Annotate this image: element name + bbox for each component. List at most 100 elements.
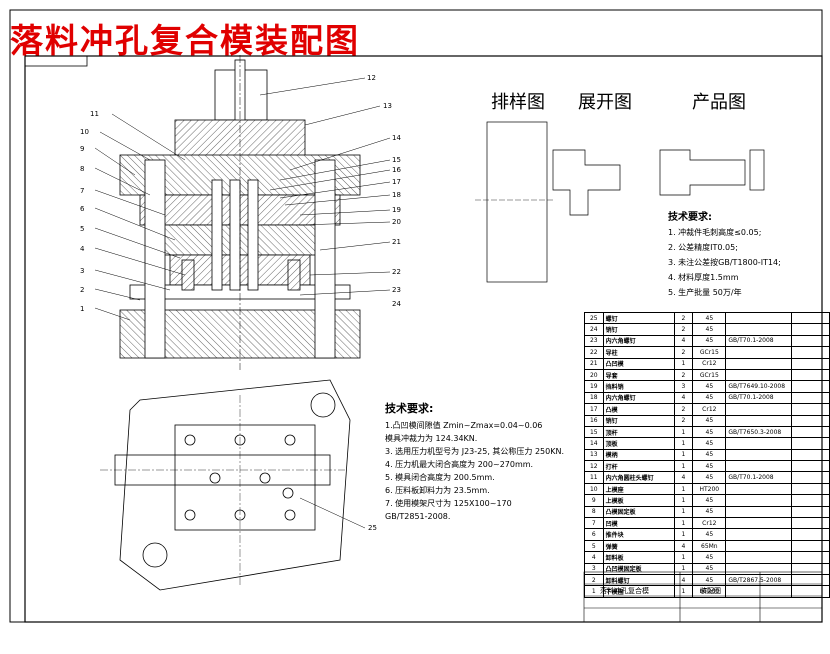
bom-cell-qty: 2: [673, 403, 694, 416]
callout-number: 12: [367, 74, 376, 82]
callout-number: 24: [392, 300, 401, 308]
product-requirement-item: 4. 材料厚度1.5mm: [668, 273, 739, 282]
bom-cell-no: 7: [584, 517, 604, 530]
section-view: [119, 55, 361, 370]
bom-cell-qty: 1: [673, 528, 694, 541]
bom-cell-note: [791, 460, 830, 473]
strip-layout-view: [475, 121, 555, 283]
bom-cell-qty: 4: [673, 391, 694, 405]
bom-cell-note: [791, 551, 830, 564]
callout-number: 1: [80, 305, 85, 313]
callout-number: 20: [392, 218, 401, 226]
tech-requirement-item: 6. 压料板卸料力为 23.5mm.: [385, 486, 490, 495]
bom-cell-qty: 4: [673, 539, 694, 553]
callout-number: 6: [80, 205, 85, 213]
bom-cell-std: GB/T7649.10-2008: [725, 380, 793, 393]
bom-cell-qty: 1: [673, 562, 694, 576]
tech-requirement-item: GB/T2851-2008.: [385, 512, 451, 521]
bom-cell-name: 内六角圆柱头螺钉: [602, 471, 675, 484]
unfold-view-label: 展开图: [578, 92, 632, 113]
bom-cell-note: [791, 505, 830, 519]
callout-number: 4: [80, 245, 85, 253]
bom-cell-qty: 4: [673, 573, 694, 587]
bom-cell-no: 25: [584, 311, 604, 325]
bom-cell-qty: 2: [673, 323, 694, 336]
bom-cell-note: [791, 448, 830, 462]
unfold-view: [552, 149, 621, 216]
product-requirement-item: 1. 冲裁件毛刺高度≤0.05;: [668, 228, 762, 237]
bom-cell-name: 顶板: [602, 437, 675, 450]
corner-tag-box: [24, 55, 88, 67]
product-requirements-heading: 技术要求:: [668, 212, 712, 223]
callout-number: 25: [368, 524, 377, 532]
bom-cell-note: [791, 539, 830, 553]
callout-number: 2: [80, 286, 85, 294]
bom-cell-std: [725, 505, 793, 519]
tech-requirements-heading: 技术要求:: [385, 402, 434, 415]
bom-cell-std: [725, 346, 793, 359]
bom-cell-std: [725, 323, 793, 336]
bom-cell-mat: 45: [692, 505, 727, 519]
bom-cell-qty: 1: [673, 437, 694, 450]
bom-cell-note: [791, 380, 830, 393]
callout-number: 8: [80, 165, 85, 173]
bom-cell-no: 6: [584, 528, 604, 541]
bom-cell-std: [725, 311, 793, 325]
bom-cell-note: [791, 585, 830, 598]
bom-cell-no: 14: [584, 437, 604, 450]
bom-cell-mat: 65Mn: [692, 539, 727, 553]
bom-cell-name: 凸凹模固定板: [602, 562, 675, 576]
bom-cell-no: 5: [584, 539, 604, 553]
bom-cell-qty: 1: [673, 460, 694, 473]
callout-number: 16: [392, 166, 401, 174]
bom-cell-mat: 45: [692, 471, 727, 484]
bom-cell-no: 20: [584, 368, 604, 382]
callout-number: 22: [392, 268, 401, 276]
bom-cell-name: 推件块: [602, 528, 675, 541]
bom-cell-std: GB/T70.1-2008: [725, 391, 793, 405]
callout-number: 13: [383, 102, 392, 110]
bom-cell-no: 2: [584, 573, 604, 587]
bom-cell-no: 9: [584, 494, 604, 507]
bom-cell-no: 4: [584, 551, 604, 564]
bom-cell-mat: 45: [692, 551, 727, 564]
title-block-drawing-name: 落料冲孔复合模: [600, 587, 649, 595]
bom-cell-qty: 3: [673, 380, 694, 393]
bom-cell-qty: 2: [673, 346, 694, 359]
bom-cell-qty: 1: [673, 425, 694, 439]
bom-cell-mat: Cr12: [692, 403, 727, 416]
bom-cell-name: 弹簧: [602, 539, 675, 553]
bom-cell-note: [791, 403, 830, 416]
bom-cell-qty: 1: [673, 357, 694, 370]
bom-cell-qty: 1: [673, 551, 694, 564]
bom-cell-mat: HT200: [692, 482, 727, 496]
bom-cell-no: 24: [584, 323, 604, 336]
bom-cell-note: [791, 528, 830, 541]
bom-cell-name: 上模板: [602, 494, 675, 507]
bom-cell-note: [791, 494, 830, 507]
bom-cell-no: 17: [584, 403, 604, 416]
bom-cell-name: 挡料销: [602, 380, 675, 393]
callout-number: 10: [80, 128, 89, 136]
bom-cell-std: [725, 368, 793, 382]
bom-cell-name: 顶杆: [602, 425, 675, 439]
bom-cell-std: [725, 585, 793, 598]
product-requirement-item: 2. 公差精度IT0.05;: [668, 243, 738, 252]
bom-cell-no: 15: [584, 425, 604, 439]
product-requirements: 技术要求: 1. 冲裁件毛刺高度≤0.05;2. 公差精度IT0.05;3. 未…: [668, 210, 781, 300]
bom-cell-note: [791, 357, 830, 370]
bom-cell-note: [791, 425, 830, 439]
bom-cell-name: 打杆: [602, 460, 675, 473]
bom-cell-note: [791, 346, 830, 359]
bom-cell-note: [791, 334, 830, 348]
bom-cell-no: 12: [584, 460, 604, 473]
